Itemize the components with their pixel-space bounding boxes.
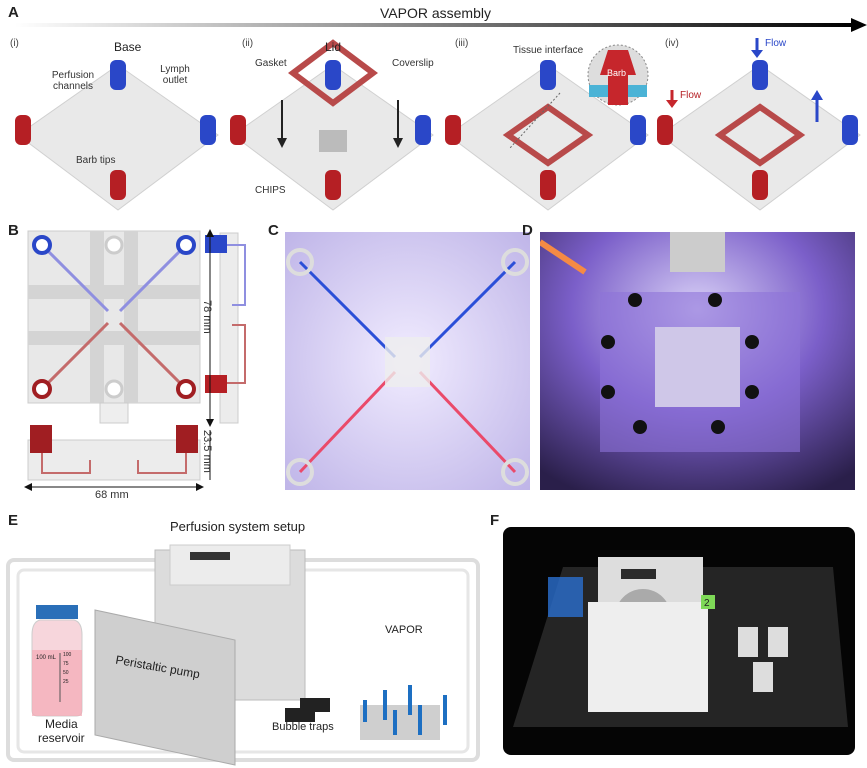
port-cap xyxy=(15,115,31,145)
step-iii-num: (iii) xyxy=(455,38,469,49)
dimension-height: 78 mm xyxy=(201,300,213,334)
barb-magnifier: Barb xyxy=(509,44,649,149)
perfusion-schematic xyxy=(6,544,480,766)
label-tissue-interface: Tissue interface xyxy=(513,45,584,56)
dimension-base-height: 23.5 mm xyxy=(201,430,213,473)
panel-c-letter: C xyxy=(268,222,279,239)
port-cap xyxy=(842,115,858,145)
port-cap xyxy=(200,115,216,145)
panel-a-title: VAPOR assembly xyxy=(380,5,491,21)
port-cap xyxy=(752,170,768,200)
panel-a-letter: A xyxy=(8,4,19,21)
assembly-arrow xyxy=(15,18,867,32)
port-cap xyxy=(657,115,673,145)
port-cap xyxy=(110,170,126,200)
port-cap xyxy=(445,115,461,145)
port-cap xyxy=(230,115,246,145)
bubble-traps-label: Bubble traps xyxy=(272,721,334,733)
setup-photo: 2 xyxy=(503,527,855,755)
device-photo-perspective xyxy=(540,232,855,490)
device-step-4 xyxy=(657,60,861,211)
port-cap xyxy=(540,60,556,90)
step-iv-num: (iv) xyxy=(665,38,679,49)
panel-d-letter: D xyxy=(522,222,533,239)
label-coverslip: Coverslip xyxy=(392,58,434,69)
panel-e-letter: E xyxy=(8,512,19,529)
port-cap xyxy=(540,170,556,200)
pump-tag: 2 xyxy=(704,598,710,609)
label-barb-tips: Barb tips xyxy=(76,155,116,166)
chips-block xyxy=(319,130,347,152)
port-cap xyxy=(325,60,341,90)
label-chips: CHIPS xyxy=(255,185,286,196)
device-photo-top xyxy=(285,232,530,490)
gasket xyxy=(502,103,594,167)
volume-label: 100 mL xyxy=(36,655,57,661)
step-ii-num: (ii) xyxy=(242,38,254,49)
port-cap xyxy=(325,170,341,200)
port-cap xyxy=(415,115,431,145)
device-drawing xyxy=(24,229,246,491)
panel-e-title: Perfusion system setup xyxy=(170,519,306,534)
panel-b-letter: B xyxy=(8,222,19,239)
label-barb: Barb xyxy=(607,68,626,78)
assembly-illustrations: Barb xyxy=(15,38,861,211)
panel-f-letter: F xyxy=(490,512,500,529)
label-flow-side: Flow xyxy=(680,90,702,101)
vapor-label: VAPOR xyxy=(385,624,423,636)
dimension-width: 68 mm xyxy=(95,489,129,501)
port-cap xyxy=(110,60,126,90)
step-ii-heading: Lid xyxy=(325,40,342,54)
label-perfusion-channels: Perfusion channels xyxy=(51,70,95,92)
gasket xyxy=(714,103,806,167)
device-step-3 xyxy=(445,60,649,211)
label-flow-in: Flow xyxy=(765,38,787,49)
device-step-1 xyxy=(15,60,219,211)
step-i-heading: Base xyxy=(114,40,142,54)
label-lymph-outlet: Lymph outlet xyxy=(160,64,190,86)
step-i-num: (i) xyxy=(10,38,19,49)
port-cap xyxy=(752,60,768,90)
label-gasket: Gasket xyxy=(255,58,287,69)
gasket xyxy=(288,39,378,107)
port-cap xyxy=(630,115,646,145)
